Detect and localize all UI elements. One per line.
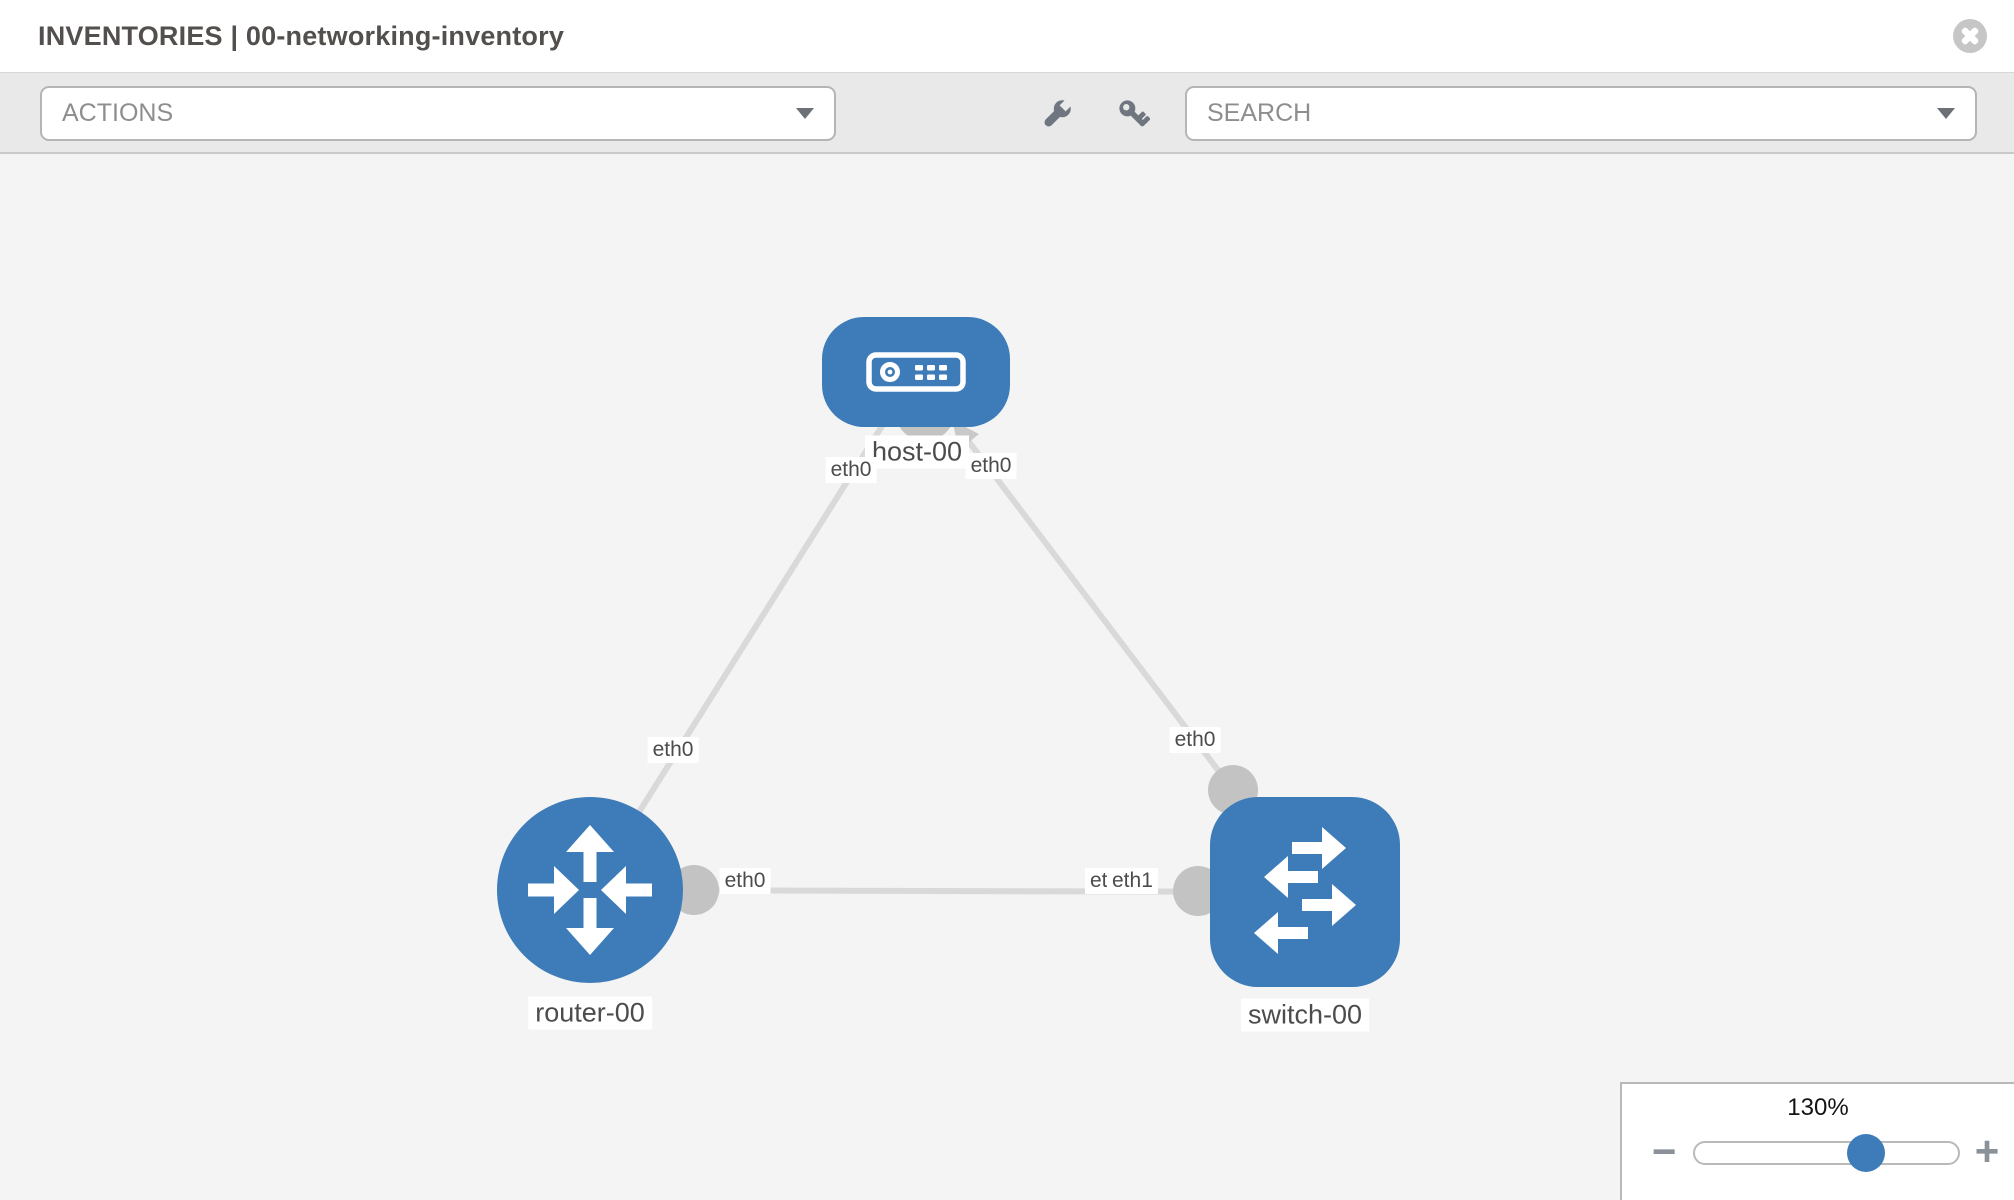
iface-label-switch-eth0-top: eth0 xyxy=(1169,727,1221,753)
zoom-in-button[interactable]: + xyxy=(1974,1127,2000,1175)
node-label-router: router-00 xyxy=(528,996,652,1030)
key-icon[interactable] xyxy=(1116,97,1150,131)
zoom-level-value: 130% xyxy=(1787,1094,1849,1121)
node-label-switch: switch-00 xyxy=(1240,998,1370,1032)
zoom-slider-row: − + xyxy=(1622,1128,2014,1178)
iface-label-router-eth0-right: eth0 xyxy=(719,868,771,894)
close-icon[interactable] xyxy=(1952,18,1988,54)
actions-dropdown-label: ACTIONS xyxy=(62,99,174,127)
iface-label-switch-eth1: eth1 xyxy=(1107,868,1158,894)
topology-graph xyxy=(497,317,1400,987)
search-dropdown-label: SEARCH xyxy=(1207,99,1312,127)
zoom-slider-handle[interactable] xyxy=(1847,1134,1885,1172)
host-icon xyxy=(866,352,966,392)
chevron-down-icon xyxy=(796,108,814,119)
topology-canvas[interactable]: host-00 router-00 switch-00 eth0 eth0 et… xyxy=(0,154,2014,1200)
router-icon xyxy=(528,825,652,955)
search-dropdown[interactable]: SEARCH xyxy=(1185,86,1977,141)
chevron-down-icon xyxy=(1937,108,1955,119)
zoom-out-button[interactable]: − xyxy=(1651,1127,1677,1175)
zoom-panel: 130% − + xyxy=(1620,1082,2014,1200)
toolbar: ACTIONS SEARCH xyxy=(0,72,2014,154)
iface-label-host-eth0-right: eth0 xyxy=(965,453,1017,479)
actions-dropdown[interactable]: ACTIONS xyxy=(40,86,836,141)
node-host-00[interactable] xyxy=(822,317,1010,427)
iface-label-host-eth0-left: eth0 xyxy=(825,457,877,483)
wrench-icon[interactable] xyxy=(1040,97,1074,131)
node-router-00[interactable] xyxy=(497,797,683,983)
page-title: INVENTORIES | 00-networking-inventory xyxy=(38,20,565,51)
header: INVENTORIES | 00-networking-inventory xyxy=(0,0,2014,72)
switch-icon xyxy=(1254,827,1356,954)
node-switch-00[interactable] xyxy=(1210,797,1400,987)
iface-label-router-eth0-top: eth0 xyxy=(647,737,699,763)
node-label-host: host-00 xyxy=(864,435,970,469)
zoom-slider-track[interactable] xyxy=(1693,1134,1960,1172)
